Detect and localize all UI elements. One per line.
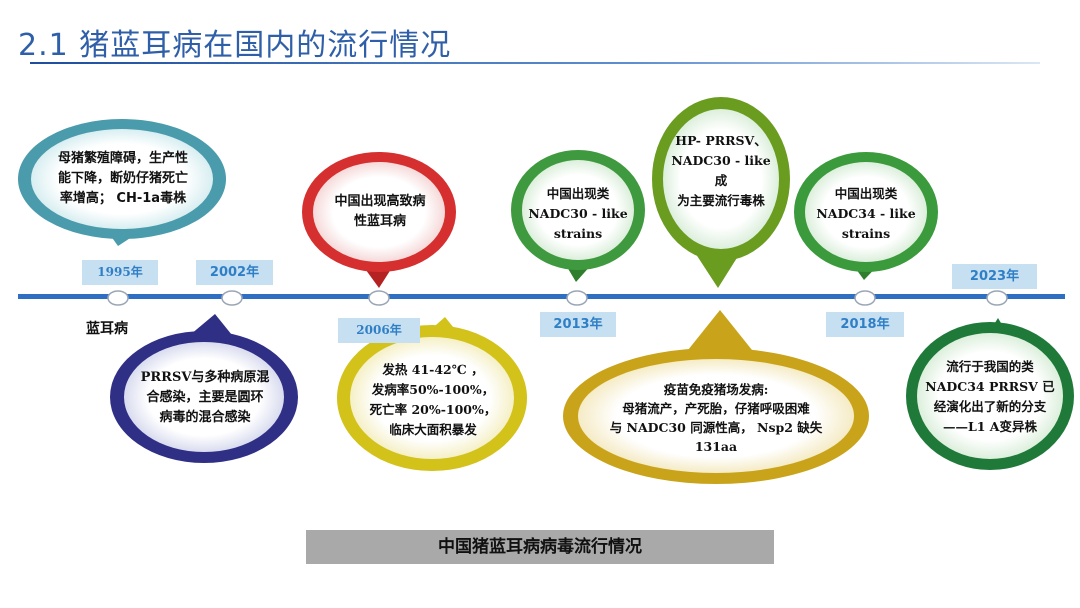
marker-2018 [854, 290, 876, 306]
bubble-2006-above-shape [302, 152, 456, 288]
bubble-2013-below-shape [563, 310, 869, 484]
page-title: 2.1 猪蓝耳病在国内的流行情况 [18, 28, 452, 63]
year-2018: 2018年 [826, 312, 904, 337]
bubble-2002-text: PRRSV与多种病原混 合感染，主要是圆环 病毒的混合感染 [140, 370, 270, 425]
bubble-2013-below-text: 疫苗免疫猪场发病: 母猪流产，产死胎，仔猪呼吸困难 与 NADC30 同源性高，… [609, 382, 823, 454]
bubble-2018-above-text: 中国出现类 NADC34 - like strains [816, 186, 916, 241]
year-2013: 2013年 [540, 312, 616, 337]
marker-2002 [221, 290, 243, 306]
bubble-mid-shape [652, 97, 790, 288]
marker-2023 [986, 290, 1008, 306]
bubble-2023-below-shape [906, 318, 1074, 470]
marker-2006 [368, 290, 390, 306]
timeline-markers [107, 290, 1008, 306]
bubble-2023-below-text: 流行于我国的类 NADC34 PRRSV 已 经演化出了新的分支 ——L1 A变… [925, 359, 1055, 434]
bubble-2002-shape [110, 314, 298, 463]
diagram-caption: 中国猪蓝耳病病毒流行情况 [306, 530, 774, 564]
bubble-2006-below-text: 发热 41-42℃ ， 发病率50%-100%， 死亡率 20%-100%， 临… [369, 362, 497, 437]
timeline-start-label: 蓝耳病 [86, 321, 128, 337]
year-2023: 2023年 [952, 264, 1037, 289]
bubble-mid-text: HP- PRRSV、 NADC30 - like成 为主要流行毒株 [671, 133, 771, 208]
timeline-axis [18, 294, 1065, 299]
year-2006: 2006年 [338, 318, 420, 343]
bubble-1995-shape [18, 119, 226, 246]
year-1995: 1995年 [82, 260, 158, 285]
bubble-2006-below-shape [337, 317, 527, 471]
bubble-2018-above-shape [794, 152, 938, 280]
marker-2013 [566, 290, 588, 306]
bubble-1995-text: 母猪繁殖障碍，生产性 能下降，断奶仔猪死亡 率增高； CH-1a毒株 [57, 151, 188, 206]
marker-1995 [107, 290, 129, 306]
bubble-2006-above-text: 中国出现高致病 性蓝耳病 [334, 194, 426, 229]
title-underline [30, 62, 1040, 64]
bubble-2013-above-text: 中国出现类 NADC30 - like strains [528, 186, 628, 241]
year-2002: 2002年 [196, 260, 273, 285]
bubble-2013-above-shape [511, 150, 645, 282]
